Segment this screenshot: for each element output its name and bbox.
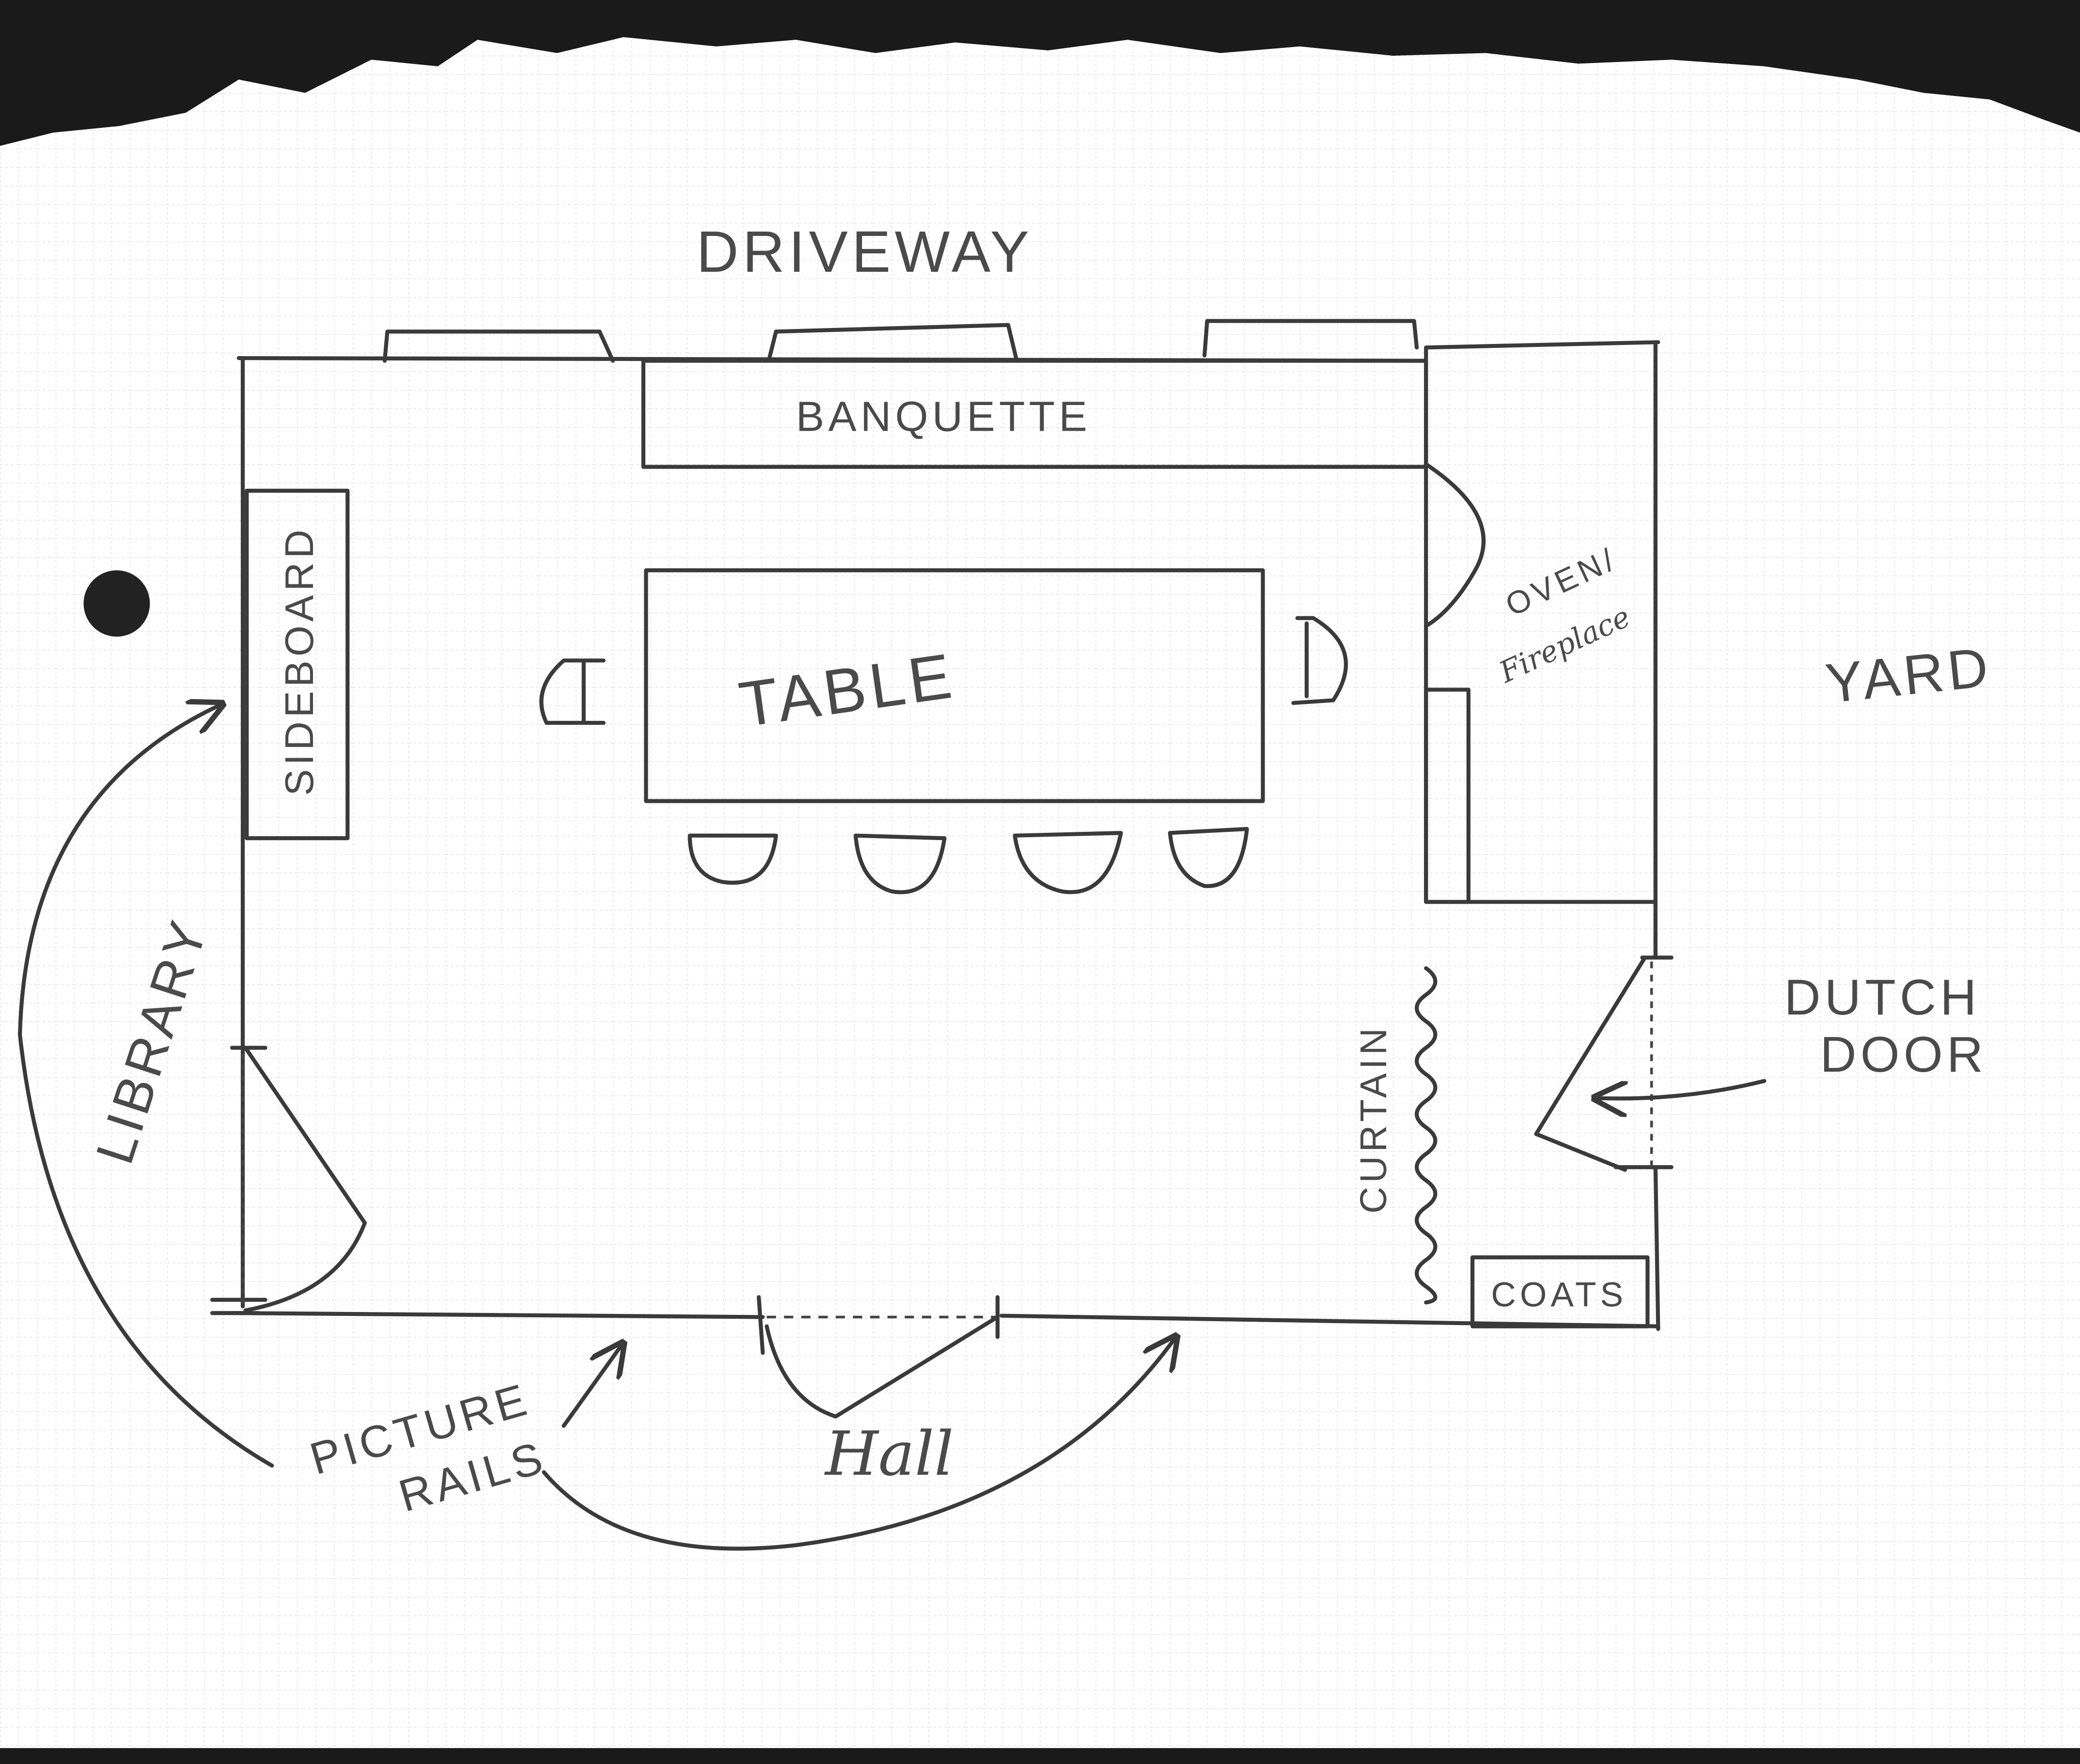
picture-rails-arrow xyxy=(562,1346,621,1428)
driveway-label: DRIVEWAY xyxy=(696,219,1033,284)
oven-door-arc xyxy=(1424,462,1486,628)
library-door xyxy=(210,1046,367,1315)
dutch-door xyxy=(1534,955,1673,1172)
curtain-label: CURTAIN xyxy=(1353,1024,1394,1214)
dining-table xyxy=(644,568,1265,803)
dutch-door-arrow xyxy=(1598,1079,1767,1098)
sideboard-label: SIDEBOARD xyxy=(278,526,322,796)
coats-closet xyxy=(1470,1255,1650,1328)
hall-door xyxy=(756,1295,1000,1419)
door-label: DOOR xyxy=(1820,1027,1987,1083)
fireplace-hearth xyxy=(1424,687,1470,904)
dutch-label: DUTCH xyxy=(1784,969,1980,1026)
hall-label: Hall xyxy=(824,1418,954,1489)
windows xyxy=(382,319,1419,363)
chairs xyxy=(539,616,1348,894)
banquette-label: BANQUETTE xyxy=(796,393,1091,440)
background-strip xyxy=(0,1748,2080,1764)
hall-arrow xyxy=(542,1340,1174,1551)
curtain xyxy=(1414,966,1438,1305)
coats-label: COATS xyxy=(1491,1276,1627,1314)
hole-punch xyxy=(83,570,150,637)
sideboard xyxy=(245,488,350,841)
graph-grid xyxy=(0,37,2080,1751)
library-arrow xyxy=(17,705,274,1468)
